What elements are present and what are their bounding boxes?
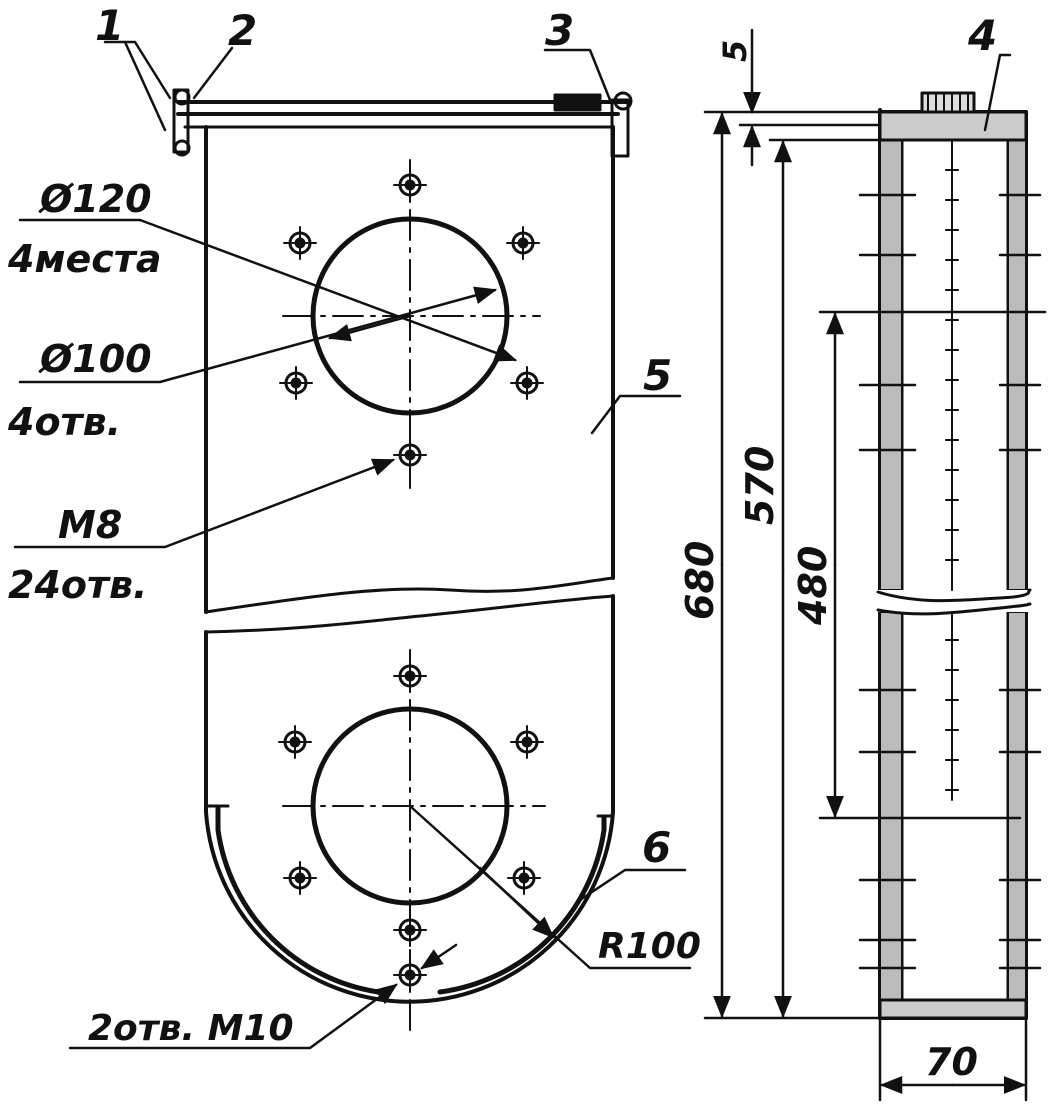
side-view [858, 91, 1042, 1020]
dimension-70: 70 [925, 1040, 978, 1084]
bolt-hole-icon [393, 438, 427, 472]
diameter-120-note: 4места [7, 237, 161, 281]
dimension-5: 5 [716, 40, 754, 62]
thread-m8-note: 24отв. [8, 563, 148, 607]
dimension-680: 680 [678, 541, 722, 620]
bolt-hole-icon [393, 168, 427, 202]
bolt-hole-icon [510, 725, 544, 759]
bolt-hole-icon [393, 958, 427, 992]
bolt-hole-icon [283, 861, 317, 895]
callout-2: 2 [228, 6, 257, 55]
diameter-100-note: 4отв. [7, 400, 121, 444]
bolt-holes [278, 168, 544, 992]
diameter-100-label: Ø100 [38, 337, 152, 381]
bolt-hole-icon [393, 913, 427, 947]
bolt-hole-icon [279, 366, 313, 400]
callout-1: 1 [95, 1, 124, 50]
bolt-hole-icon [507, 861, 541, 895]
callout-6: 6 [642, 823, 671, 872]
dimension-480: 480 [791, 546, 835, 626]
bolt-hole-icon [506, 226, 540, 260]
dimension-lines [703, 28, 1047, 1102]
front-view-panel [172, 88, 633, 1004]
bolt-hole-icon [510, 366, 544, 400]
callout-4: 4 [967, 11, 997, 60]
diameter-120-label: Ø120 [38, 177, 152, 221]
bolt-hole-icon [283, 226, 317, 260]
bolt-hole-icon [393, 659, 427, 693]
callout-5: 5 [643, 351, 672, 400]
labels: 1 2 3 4 5 6 Ø120 4места Ø100 4отв. M8 24… [7, 1, 997, 1084]
thread-m10-label: 2отв. M10 [88, 1008, 294, 1049]
upper-opening [282, 159, 541, 489]
bolt-hole-icon [278, 725, 312, 759]
leader-lines [13, 40, 692, 1050]
radius-100-label: R100 [598, 926, 701, 967]
thread-m8-label: M8 [58, 503, 122, 547]
dimension-570: 570 [738, 446, 782, 525]
callout-3: 3 [545, 6, 574, 55]
